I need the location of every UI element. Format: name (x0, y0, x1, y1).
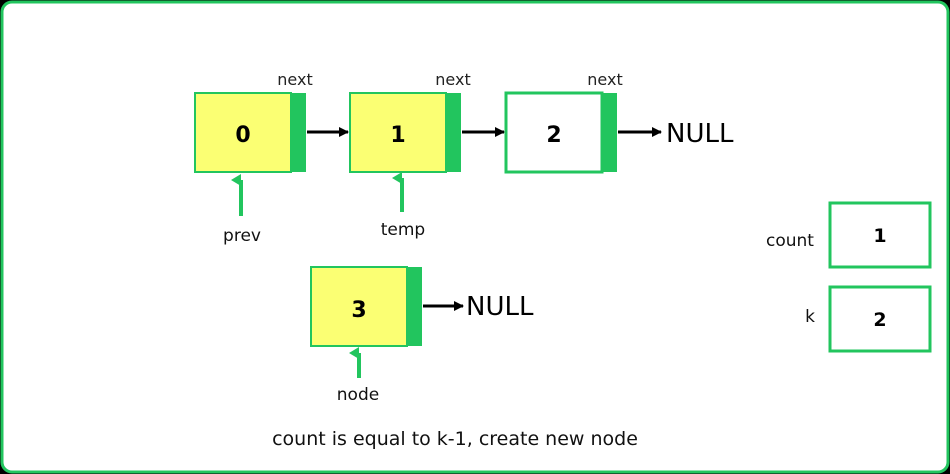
k-value: 2 (873, 309, 886, 331)
k-box (828, 285, 932, 353)
node-body (194, 92, 292, 173)
next-label: next (435, 70, 470, 89)
node-value: 3 (351, 298, 366, 323)
next-label: next (587, 70, 622, 89)
count-value: 1 (873, 225, 886, 247)
list-node-0: 0 next (194, 70, 313, 173)
new-node: 3 (310, 266, 422, 347)
node-value: 2 (546, 123, 561, 148)
node-label: node (337, 385, 379, 405)
next-pointer-strip (445, 93, 461, 172)
next-pointer-strip (406, 267, 422, 346)
next-label: next (277, 70, 312, 89)
list-node-1: 1 next (349, 70, 471, 173)
node-body (504, 91, 604, 174)
count-label: count (766, 231, 814, 251)
caption: count is equal to k-1, create new node (272, 428, 638, 450)
list-null-label: NULL (666, 119, 734, 149)
k-label: k (805, 307, 815, 327)
temp-label: temp (381, 220, 425, 240)
node-body (310, 266, 408, 347)
next-pointer-strip (601, 93, 617, 172)
count-box (828, 201, 932, 269)
prev-label: prev (223, 226, 261, 246)
new-node-null-label: NULL (466, 292, 534, 322)
next-pointer-strip (290, 93, 306, 172)
node-value: 0 (235, 123, 250, 148)
list-node-2: 2 next (504, 70, 623, 174)
node-value: 1 (390, 123, 405, 148)
